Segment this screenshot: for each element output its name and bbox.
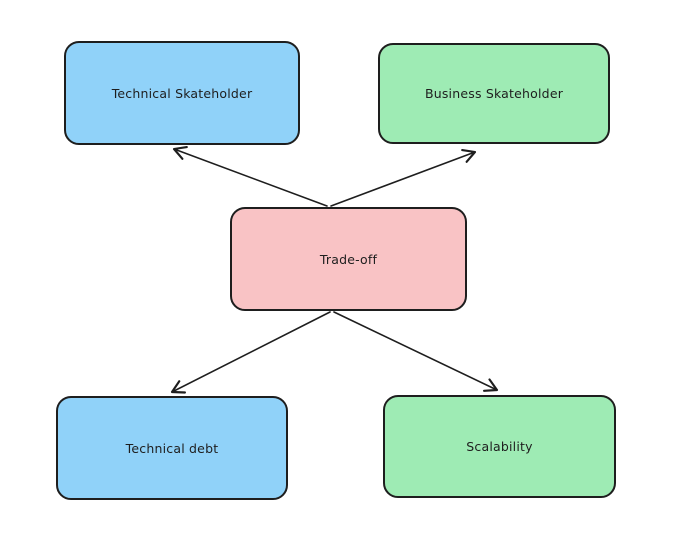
arrow-tradeoff-to-scalability[interactable] (333, 311, 499, 392)
node-technical-stakeholder-label: Technical Skateholder (111, 85, 253, 101)
node-trade-off[interactable]: Trade-off (230, 207, 467, 311)
node-scalability[interactable]: Scalability (383, 395, 616, 498)
arrow-tradeoff-to-business-stakeholder[interactable] (330, 149, 477, 207)
node-scalability-label: Scalability (466, 439, 533, 454)
node-technical-debt[interactable]: Technical debt (56, 396, 288, 500)
node-trade-off-label: Trade-off (319, 251, 378, 267)
node-technical-debt-label: Technical debt (125, 440, 219, 456)
arrow-tradeoff-to-technical-stakeholder[interactable] (172, 145, 328, 207)
node-technical-stakeholder[interactable]: Technical Skateholder (64, 41, 300, 145)
node-business-stakeholder-label: Business Skateholder (424, 86, 564, 101)
node-business-stakeholder[interactable]: Business Skateholder (378, 43, 610, 144)
arrow-tradeoff-to-technical-debt[interactable] (170, 311, 331, 394)
